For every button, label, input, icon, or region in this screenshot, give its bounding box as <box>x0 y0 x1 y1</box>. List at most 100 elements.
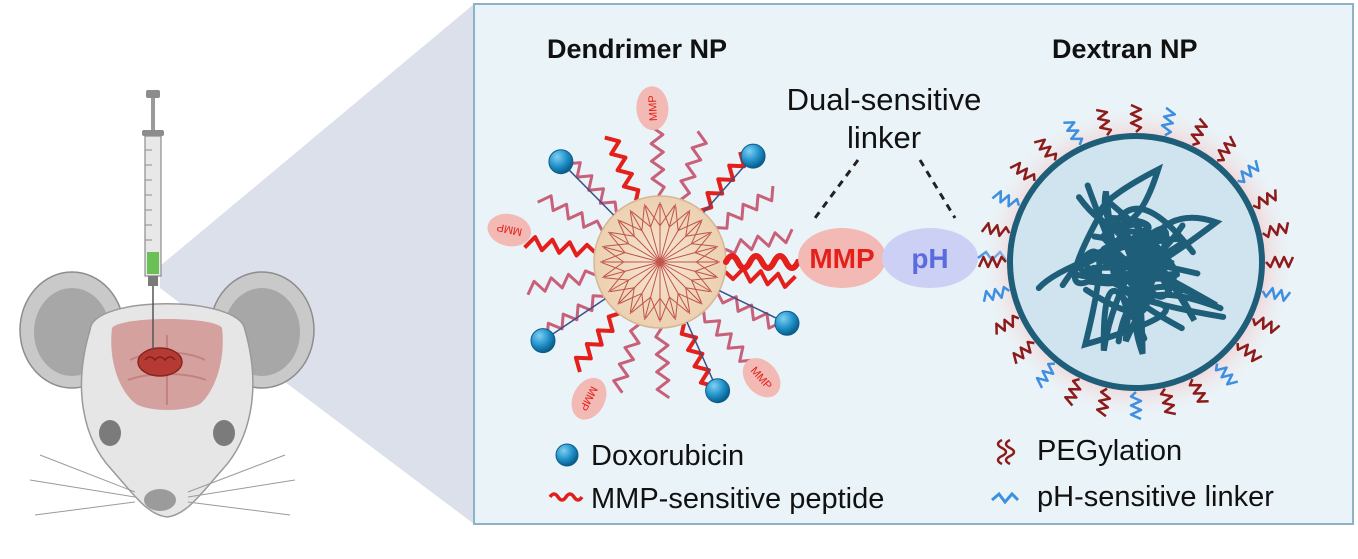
dendrimer-branch <box>659 261 676 321</box>
doxorubicin-sphere <box>705 378 731 404</box>
doxorubicin-sphere <box>548 149 574 175</box>
dendrimer-branch <box>694 271 711 291</box>
dendrimer-arm <box>679 130 708 201</box>
mmp-tag-ellipse <box>487 213 532 247</box>
dendrimer-branch <box>659 246 719 263</box>
peg-strand <box>1129 103 1143 133</box>
mmp-tag-label: MMP <box>496 221 524 238</box>
peg-strand <box>1188 378 1209 403</box>
dendrimer-branch <box>691 277 716 281</box>
dendrimer-branch <box>690 279 702 303</box>
dendrimer-branch <box>609 271 626 291</box>
dendrimer-branch <box>603 247 624 263</box>
peg-strand <box>1261 221 1290 239</box>
dendrimer-branch <box>660 203 670 228</box>
dextran-strand <box>1070 205 1196 281</box>
dendrimer-branch <box>617 219 661 263</box>
dendrimer-branch <box>685 287 691 312</box>
mouse-eye-left <box>99 420 121 446</box>
dendrimer-branch <box>660 296 670 321</box>
dendrimer-branch <box>685 287 710 293</box>
dextran-title: Dextran NP <box>1052 34 1198 64</box>
dendrimer-branch <box>669 211 689 228</box>
mmp-tag-label: MMP <box>647 95 660 121</box>
dendrimer-branch <box>659 203 676 263</box>
dendrimer-arm <box>523 235 597 258</box>
dendrimer-branch <box>690 221 702 245</box>
dendrimer-branch <box>617 261 661 305</box>
ph-linker-strand <box>1063 121 1084 146</box>
dendrimer-arm <box>716 185 775 230</box>
dendrimer-branch <box>604 277 629 281</box>
dendrimer-branch <box>619 220 643 232</box>
mouse-eye-right <box>213 420 235 446</box>
dendrimer-branch <box>650 296 660 321</box>
dendrimer-branch <box>619 292 643 304</box>
dendrimer-branch <box>659 261 719 278</box>
mmp-tag: MMP <box>571 377 607 420</box>
mmp-linker-ellipse <box>798 228 886 288</box>
dendrimer-branch <box>629 287 635 312</box>
dendrimer-branch <box>603 261 624 277</box>
dendrimer-branch <box>685 231 710 237</box>
dendrimer-branch <box>641 206 645 231</box>
ph-linker-strand <box>991 190 1021 208</box>
dendrimer-branch <box>675 293 679 318</box>
dendrimer-arm <box>700 151 747 213</box>
dendrimer-branch <box>659 205 675 226</box>
dendrimer-arm <box>537 194 604 232</box>
blue-zigzag-icon <box>991 491 1020 505</box>
peg-strand <box>1251 316 1281 334</box>
dendrimer-branch <box>644 203 661 263</box>
mmp-peptide-bridge <box>723 253 807 271</box>
mmp-tag-ellipse <box>636 86 669 131</box>
dark-red-squiggle-icon <box>996 438 1016 466</box>
peg-strand <box>980 221 1011 238</box>
whiskers <box>29 454 296 516</box>
ph-linker-strand <box>1129 391 1143 421</box>
ph-linker-label: pH <box>911 243 948 274</box>
dendrimer-branch <box>677 220 701 232</box>
dendrimer-branch <box>691 243 716 247</box>
tumor <box>137 347 183 377</box>
dendrimer-branch <box>629 209 661 263</box>
legend-doxorubicin: Doxorubicin <box>591 440 744 472</box>
legend: Doxorubicin MMP-sensitive peptide PEGyla… <box>548 435 1274 515</box>
peg-strand <box>1190 117 1208 147</box>
dendrimer-branch <box>610 231 635 237</box>
dendrimer-branch <box>607 261 661 293</box>
mouse-illustration <box>19 271 315 518</box>
dendrimer-branch <box>631 296 651 313</box>
legend-ph-linker: pH-sensitive linker <box>1037 481 1274 513</box>
peg-strand <box>1009 161 1036 181</box>
peg-strand <box>1012 340 1035 365</box>
legend-mmp-peptide: MMP-sensitive peptide <box>591 483 884 515</box>
dendrimer-branch <box>694 233 711 253</box>
ph-linker-strand <box>1160 106 1177 137</box>
dendrimer-arm <box>654 327 671 400</box>
dendrimer-branch <box>694 262 719 272</box>
dendrimer-branch <box>601 252 626 262</box>
dendrimer-arm <box>724 228 794 255</box>
dendrimer-branch <box>629 212 635 237</box>
dendrimer-arm <box>723 266 797 289</box>
linker-title-line1: Dual-sensitive <box>787 82 982 117</box>
dendrimer-branch <box>601 261 661 278</box>
dendrimer-branch <box>609 233 626 253</box>
peg-strand <box>1236 343 1263 363</box>
dendrimer-branch <box>645 205 661 226</box>
dendrimer-arm <box>526 269 596 296</box>
ph-linker-strand <box>1214 363 1239 386</box>
dendrimer-branch <box>604 243 629 247</box>
doxorubicin-tether <box>719 290 788 324</box>
ph-linker-strand <box>1261 286 1292 303</box>
dendrimer-branch <box>669 296 689 313</box>
dendrimer-branch <box>641 293 645 318</box>
dendrimer-branch <box>645 298 661 319</box>
peg-strand <box>1265 255 1295 269</box>
dendrimer-branch <box>685 212 691 237</box>
peg-strand <box>1095 387 1112 418</box>
dendrimer-title: Dendrimer NP <box>547 34 727 64</box>
red-wave-icon <box>548 492 584 502</box>
mmp-tag: MMP <box>487 213 532 247</box>
